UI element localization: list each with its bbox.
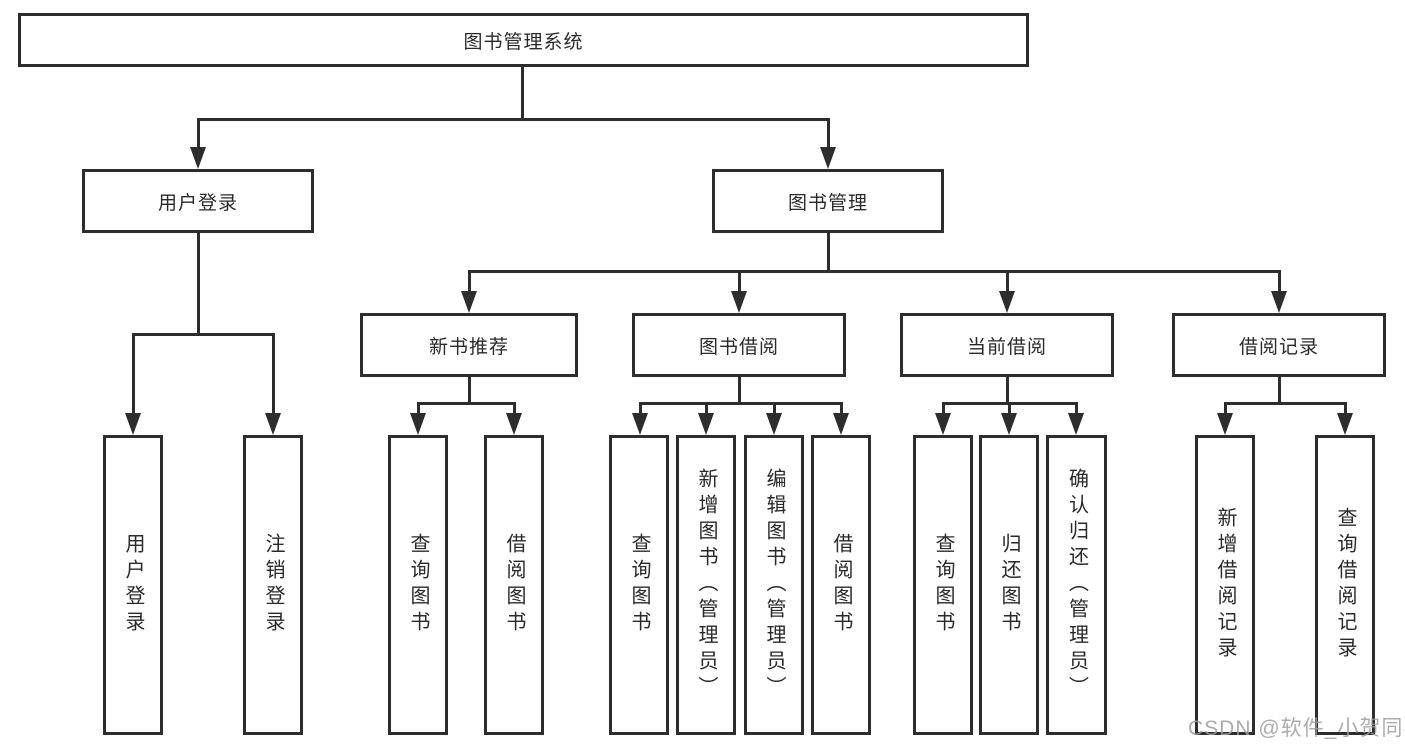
node-new-book-recommend: 新书推荐	[360, 313, 578, 377]
node-current-borrowing: 当前借阅	[900, 313, 1114, 377]
leaf-edit-books-admin: 编辑图书（管理员）	[744, 435, 804, 735]
arrow-down-icon	[1217, 413, 1233, 435]
connector-line	[1224, 402, 1227, 415]
arrow-down-icon	[935, 413, 951, 435]
connector-line	[1278, 377, 1281, 404]
leaf-user-login: 用户登录	[103, 435, 163, 735]
connector-line	[639, 402, 642, 415]
connector-line	[468, 377, 471, 404]
connector-line	[773, 402, 776, 415]
connector-line	[827, 118, 830, 149]
connector-root-hline	[197, 118, 830, 121]
arrow-down-icon	[410, 413, 426, 435]
node-book-borrowing: 图书借阅	[632, 313, 846, 377]
arrow-down-icon	[1068, 413, 1084, 435]
arrow-down-icon	[506, 413, 522, 435]
connector-line	[738, 270, 741, 293]
connector-line	[197, 233, 200, 336]
arrow-down-icon	[833, 413, 849, 435]
leaf-add-borrow-record: 新增借阅记录	[1195, 435, 1255, 735]
connector-root-stem	[521, 67, 524, 119]
arrow-down-icon	[698, 413, 714, 435]
connector-line	[417, 402, 420, 415]
arrow-down-icon	[1001, 413, 1017, 435]
connector-line	[417, 402, 516, 405]
connector-line	[1224, 402, 1347, 405]
leaf-query-books-current: 查询图书	[913, 435, 973, 735]
connector-line	[468, 270, 1280, 273]
connector-line	[1006, 377, 1009, 404]
leaf-return-books: 归还图书	[979, 435, 1039, 735]
connector-line	[1278, 270, 1281, 293]
connector-line	[468, 270, 471, 293]
connector-line	[1344, 402, 1347, 415]
connector-line	[1075, 402, 1078, 415]
connector-line	[197, 118, 200, 149]
leaf-query-books-borrowing: 查询图书	[609, 435, 669, 735]
leaf-add-books-admin: 新增图书（管理员）	[676, 435, 736, 735]
leaf-borrow-books-recommend: 借阅图书	[484, 435, 544, 735]
arrow-down-icon	[1337, 413, 1353, 435]
leaf-borrow-books: 借阅图书	[811, 435, 871, 735]
arrow-down-icon	[461, 291, 477, 313]
node-root: 图书管理系统	[18, 13, 1029, 67]
leaf-query-borrow-record: 查询借阅记录	[1315, 435, 1375, 735]
connector-line	[942, 402, 945, 415]
watermark: CSDN @软件_小贺同学	[1188, 717, 1405, 740]
arrow-down-icon	[632, 413, 648, 435]
connector-line	[639, 402, 843, 405]
connector-line	[738, 377, 741, 404]
arrow-down-icon	[766, 413, 782, 435]
leaf-confirm-return-admin: 确认归还（管理员）	[1046, 435, 1107, 735]
connector-line	[513, 402, 516, 415]
arrow-down-icon	[820, 147, 836, 169]
connector-line	[1008, 402, 1011, 415]
leaf-logout: 注销登录	[243, 435, 303, 735]
node-user-login: 用户登录	[82, 169, 314, 233]
connector-line	[1006, 270, 1009, 293]
arrow-down-icon	[999, 291, 1015, 313]
leaf-query-books-recommend: 查询图书	[388, 435, 448, 735]
connector-line	[132, 333, 274, 336]
arrow-down-icon	[731, 291, 747, 313]
connector-line	[705, 402, 708, 415]
arrow-down-icon	[125, 413, 141, 435]
connector-line	[840, 402, 843, 415]
node-book-management: 图书管理	[712, 169, 944, 233]
connector-line	[272, 333, 275, 413]
arrow-down-icon	[265, 413, 281, 435]
connector-line	[827, 233, 830, 273]
connector-line	[132, 333, 135, 413]
arrow-down-icon	[1271, 291, 1287, 313]
node-borrow-records: 借阅记录	[1172, 313, 1386, 377]
arrow-down-icon	[190, 147, 206, 169]
